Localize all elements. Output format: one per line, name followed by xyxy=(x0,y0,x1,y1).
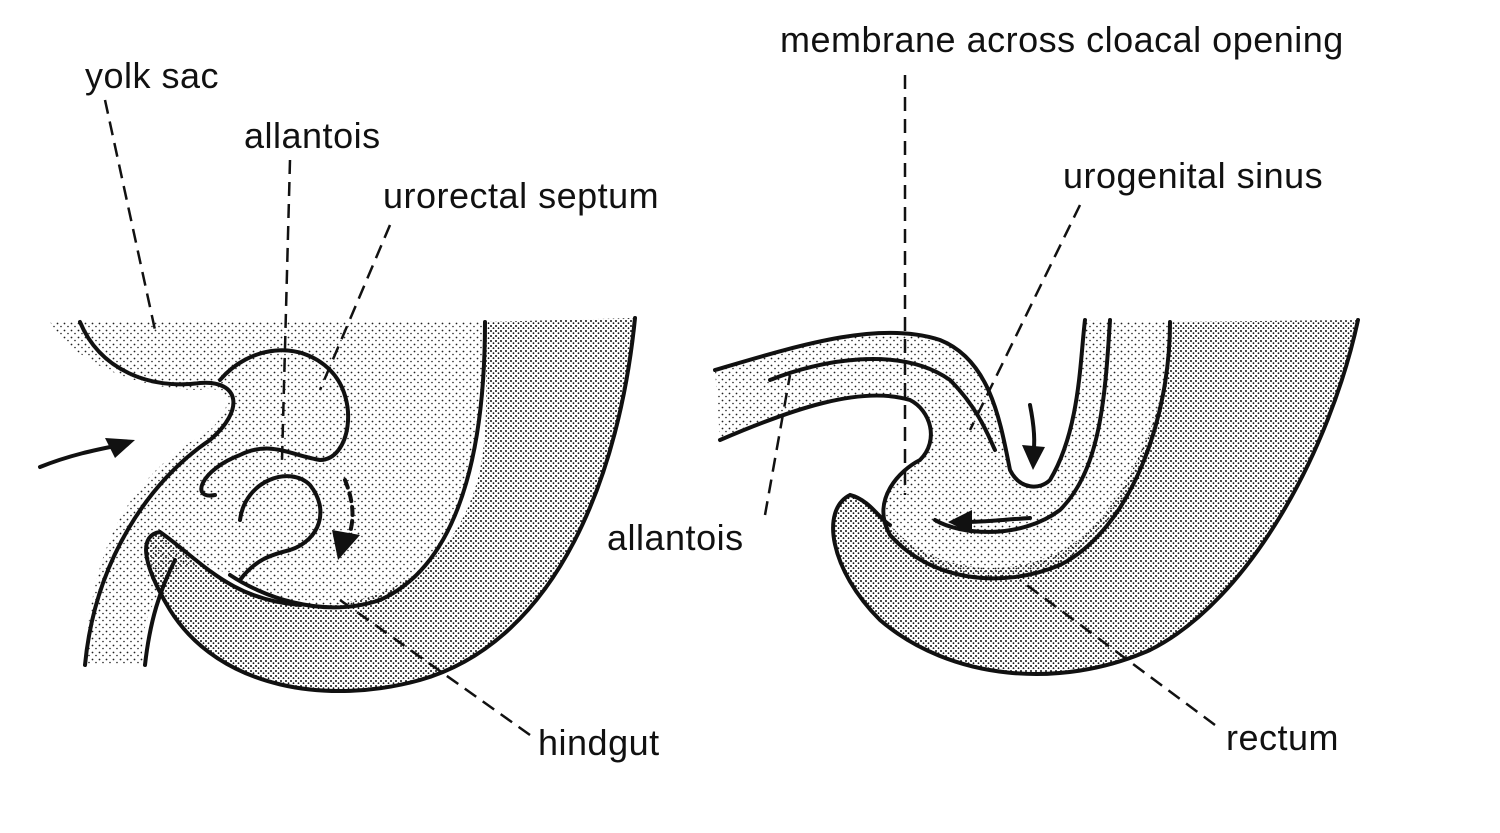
right-rectum-arrowhead xyxy=(948,510,972,534)
right-outer-edge xyxy=(713,318,1087,489)
left-yolk-sac-region xyxy=(50,322,485,665)
leader-hindgut xyxy=(339,598,531,737)
label-hindgut: hindgut xyxy=(538,722,660,763)
label-urorectal-septum: urorectal septum xyxy=(383,175,659,216)
label-yolk-sac: yolk sac xyxy=(85,55,219,96)
left-inner-edge xyxy=(78,320,236,667)
label-left-allantois: allantois xyxy=(244,115,381,156)
left-figure xyxy=(38,316,637,694)
right-lower-edge xyxy=(718,320,1172,581)
leader-left-allantois xyxy=(280,159,292,461)
leader-right-allantois xyxy=(763,374,792,516)
leader-rectum xyxy=(1019,578,1216,727)
label-membrane: membrane across cloacal opening xyxy=(780,19,1344,60)
right-figure xyxy=(713,318,1360,676)
left-septum-outline xyxy=(238,474,323,582)
left-outer-edge xyxy=(228,320,487,610)
left-ventral-edge xyxy=(144,316,637,694)
leader-urogenital-sinus xyxy=(968,204,1082,431)
right-sinus-arrowhead xyxy=(1022,445,1045,470)
left-entry-arrow xyxy=(38,443,122,469)
left-entry-arrowhead xyxy=(105,438,135,458)
label-rectum: rectum xyxy=(1226,717,1339,758)
left-hindgut-inner xyxy=(143,558,177,667)
leader-urorectal-septum xyxy=(318,224,392,391)
right-allantois-lumen xyxy=(768,357,997,452)
label-right-allantois: allantois xyxy=(607,517,744,558)
label-urogenital-sinus: urogenital sinus xyxy=(1063,155,1323,196)
leader-yolk-sac xyxy=(103,99,157,331)
right-body-wall xyxy=(833,320,1358,674)
left-allantois-outline xyxy=(199,348,351,498)
left-body-wall xyxy=(146,318,636,692)
left-septum-arrowhead xyxy=(332,530,360,560)
right-ventral-edge xyxy=(831,318,1360,676)
